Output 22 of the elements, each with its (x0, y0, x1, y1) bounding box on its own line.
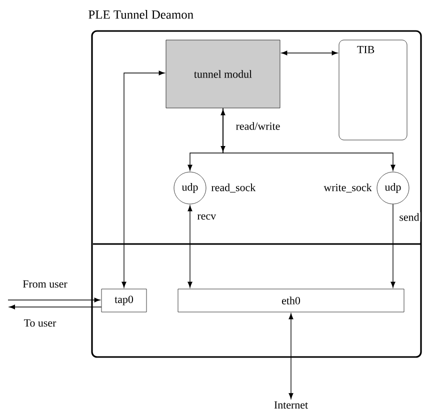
arrow (9, 304, 102, 310)
arrow (390, 204, 396, 288)
endpoint-label: Internet (274, 401, 308, 409)
edge-label: To user (22, 318, 58, 328)
arrow (220, 109, 226, 152)
arrow (281, 50, 338, 56)
arrow (288, 313, 294, 399)
socket-label: read_sock (211, 184, 256, 192)
edge-label: read/write (234, 121, 282, 131)
edge-label: recv (196, 213, 218, 221)
arrow (122, 70, 165, 288)
arrow (188, 205, 192, 288)
interface-box: tap0 (101, 288, 147, 312)
table-box: TIB (338, 40, 408, 140)
edge-label: send (398, 212, 420, 222)
module-box: tunnel modul (166, 40, 280, 108)
socket-label: write_sock (324, 184, 372, 192)
arrow (222, 108, 396, 171)
arrow (8, 298, 100, 302)
edge-label: From user (22, 279, 68, 289)
interface-box: eth0 (178, 288, 404, 312)
title: PLE Tunnel Deamon (88, 10, 194, 19)
